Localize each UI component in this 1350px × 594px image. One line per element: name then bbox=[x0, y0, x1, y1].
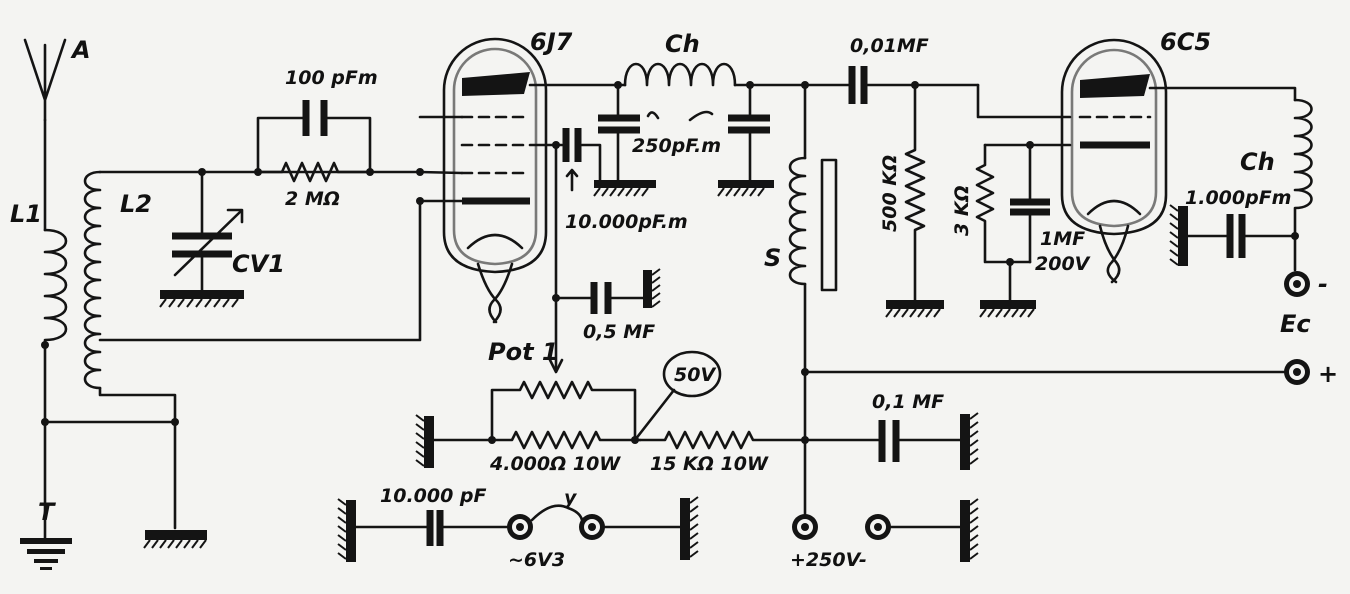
r-15k-label: 15 KΩ 10W bbox=[650, 453, 769, 475]
transformer-s bbox=[788, 156, 838, 292]
c-10000pf-label: 10.000 pF bbox=[380, 485, 487, 507]
capacitor-1000pf bbox=[1186, 214, 1297, 258]
junction-dot bbox=[488, 436, 496, 444]
r-4000-label: 4.000Ω 10W bbox=[489, 453, 621, 475]
c-100pf-label: 100 pFm bbox=[285, 67, 378, 89]
choke-1-label: Ch bbox=[665, 30, 700, 58]
tube-6c5-label: 6C5 bbox=[1160, 28, 1211, 56]
b-plus-label: +250V- bbox=[790, 549, 867, 571]
r-3k-label: 3 KΩ bbox=[951, 185, 973, 236]
ground-symbol bbox=[415, 414, 434, 468]
ground-symbol bbox=[337, 498, 356, 562]
tube-6j7-label: 6J7 bbox=[530, 28, 573, 56]
c-10000pfm-label: 10.000pF.m bbox=[565, 211, 688, 233]
earth-label: T bbox=[38, 498, 56, 526]
potentiometer-pot1 bbox=[490, 380, 637, 442]
coil-l2 bbox=[83, 170, 102, 390]
capacitor-0-5mf bbox=[554, 268, 661, 314]
coil-l1 bbox=[43, 118, 68, 542]
plus-terminal-ec[interactable] bbox=[1284, 359, 1310, 385]
ground-symbol bbox=[960, 498, 979, 562]
pot1-label: Pot 1 bbox=[488, 338, 559, 366]
resistor-4000 bbox=[430, 430, 642, 450]
capacitor-250pf-left bbox=[598, 83, 640, 184]
minus-terminal-ec[interactable] bbox=[1284, 271, 1310, 297]
c-05mf-label: 0,5 MF bbox=[583, 321, 655, 343]
choke-2-label: Ch bbox=[1240, 148, 1275, 176]
s-label: S bbox=[764, 244, 781, 272]
b-plus-terminal[interactable] bbox=[792, 514, 818, 540]
voltage-50v-callout bbox=[633, 350, 722, 442]
c-01mf-label: 0,1 MF bbox=[872, 391, 944, 413]
c-001-label: 0,01MF bbox=[850, 35, 929, 57]
v50-label: 50V bbox=[674, 364, 716, 386]
capacitor-10000pfm bbox=[562, 128, 602, 192]
ground-symbol bbox=[1169, 204, 1188, 266]
choke-ch-1 bbox=[623, 62, 807, 87]
junction-dot bbox=[416, 168, 424, 176]
l2-label: L2 bbox=[120, 190, 152, 218]
heater-terminal-right[interactable] bbox=[579, 514, 605, 540]
cv1-label: CV1 bbox=[232, 250, 285, 278]
heater-y-label: y bbox=[564, 487, 578, 509]
resistor-2m bbox=[256, 161, 372, 183]
capacitor-100pf bbox=[256, 100, 372, 174]
ground-symbol bbox=[143, 530, 207, 549]
r-500k-label: 500 KΩ bbox=[879, 155, 901, 232]
capacitor-250pf-right bbox=[728, 83, 770, 184]
antenna-symbol bbox=[23, 38, 67, 122]
ground-symbol bbox=[159, 290, 244, 308]
junction-dot bbox=[416, 197, 424, 205]
l1-label: L1 bbox=[10, 200, 42, 228]
junction-dot bbox=[171, 418, 179, 426]
c-1000pf-label: 1.000pFm bbox=[1185, 187, 1291, 209]
tube-6c5 bbox=[1060, 38, 1168, 284]
c-250pf-label: 250pF.m bbox=[632, 135, 721, 157]
choke-ch-2 bbox=[1293, 98, 1313, 272]
resistor-3k bbox=[975, 143, 1032, 264]
variable-capacitor-cv1 bbox=[172, 170, 244, 292]
plus-label: + bbox=[1318, 360, 1338, 388]
antenna-label: A bbox=[70, 36, 91, 64]
v200-label: 200V bbox=[1035, 253, 1091, 275]
heater-label: ~6V3 bbox=[508, 549, 565, 571]
r-2m-label: 2 MΩ bbox=[285, 188, 340, 210]
resistor-500k bbox=[904, 83, 926, 302]
tube-6j7 bbox=[442, 37, 548, 324]
capacitor-0-01mf bbox=[803, 66, 980, 104]
heater-terminal-left[interactable] bbox=[507, 514, 533, 540]
b-minus-terminal[interactable] bbox=[865, 514, 891, 540]
ground-symbol bbox=[717, 180, 774, 197]
c-1mf-label: 1MF bbox=[1040, 228, 1085, 250]
ground-symbol bbox=[960, 412, 979, 470]
junction-dot bbox=[41, 341, 49, 349]
capacitor-10000pf bbox=[354, 510, 518, 546]
minus-label: - bbox=[1318, 270, 1328, 298]
ground-symbol bbox=[680, 496, 699, 560]
resistor-15k bbox=[638, 430, 807, 450]
earth-ground-symbol bbox=[20, 538, 72, 570]
capacitor-1mf bbox=[1010, 143, 1050, 264]
ground-symbol bbox=[593, 180, 656, 197]
capacitor-0-1mf bbox=[803, 420, 962, 462]
ec-label: Ec bbox=[1280, 310, 1311, 338]
ground-symbol bbox=[885, 300, 944, 318]
ground-symbol bbox=[979, 300, 1036, 318]
